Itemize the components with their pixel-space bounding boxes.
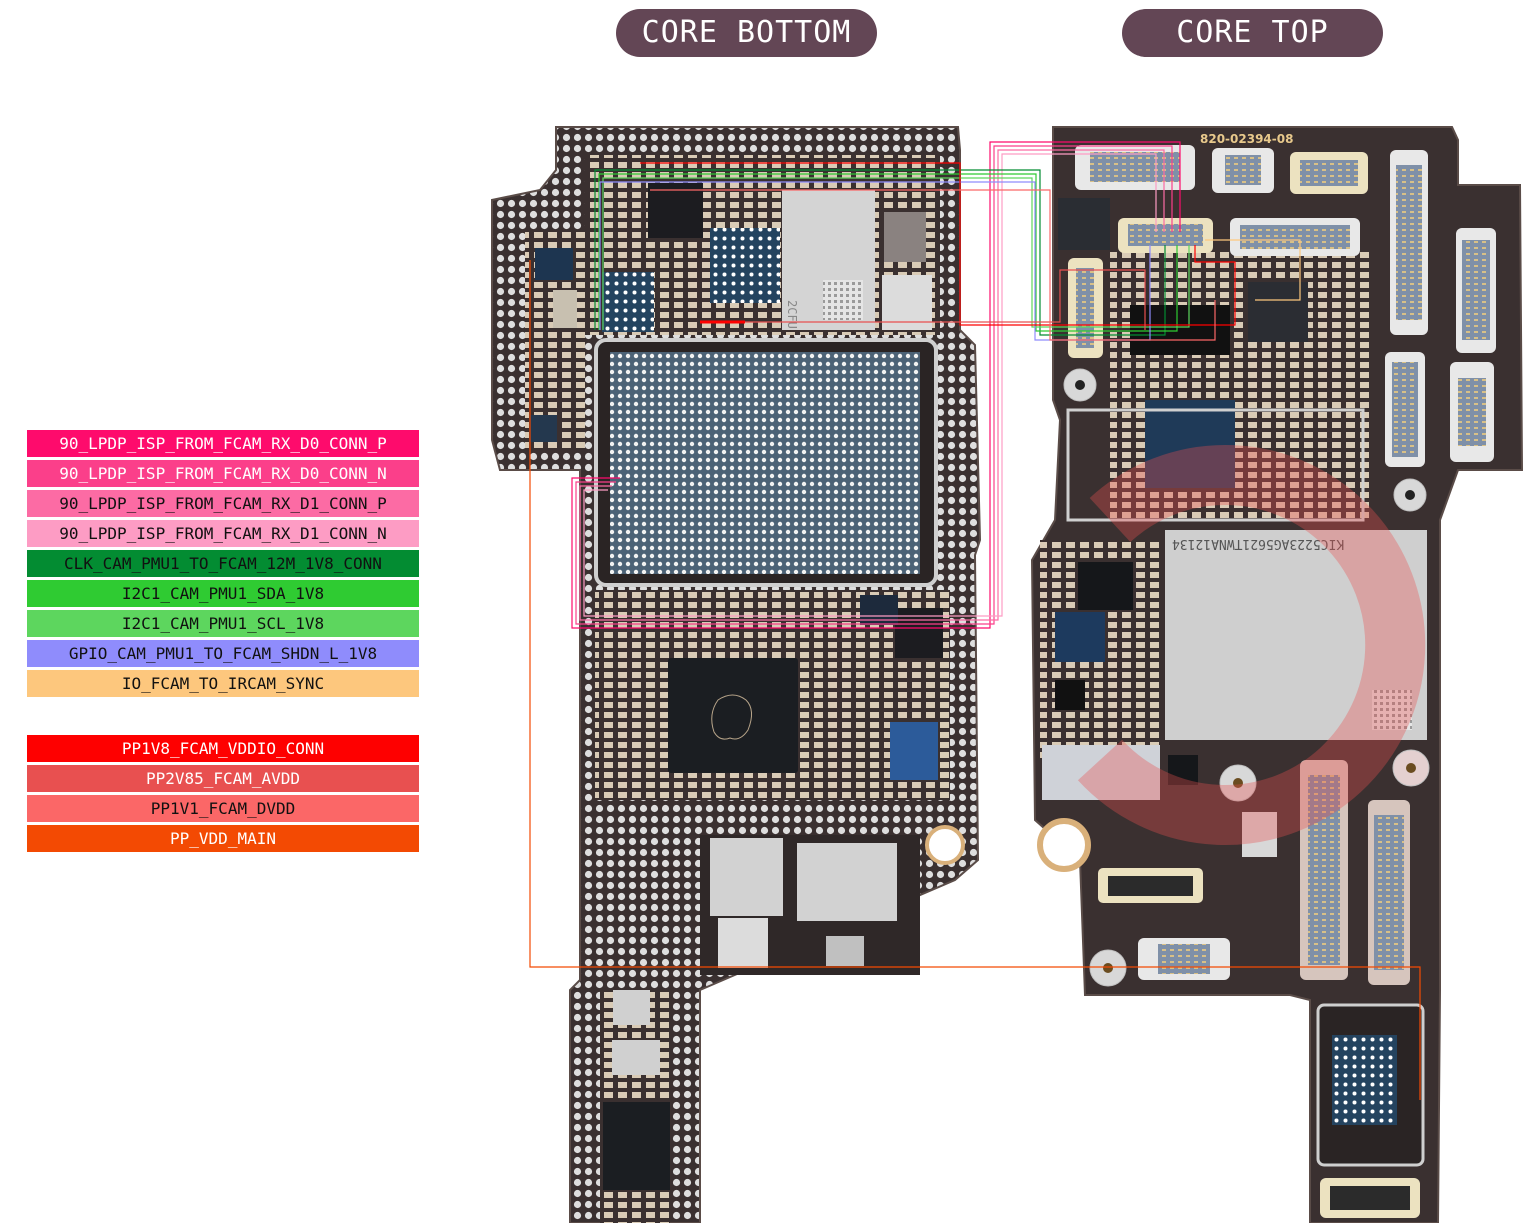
chip-black-fcam (1130, 305, 1230, 355)
core-bottom-board: 2CFU (491, 126, 982, 1223)
screw-2-hole (1406, 763, 1416, 773)
avdd-trace (700, 269, 1146, 330)
connector-2-pins (1225, 155, 1261, 185)
chip-0611-top (1242, 812, 1277, 857)
chip-small-e (1168, 755, 1198, 785)
chip-sky5-small (826, 936, 864, 966)
tail-bga (1332, 1035, 1397, 1125)
chip-blue-center (1145, 400, 1235, 488)
mipi-trace (583, 153, 1157, 617)
chip-338s (648, 183, 703, 238)
ircam-sync-trace (1205, 239, 1301, 301)
chip-sky5-58271 (710, 838, 783, 916)
signal-traces (529, 141, 1421, 1100)
soc-bga (610, 352, 920, 574)
chip-0611 (884, 212, 926, 262)
screw-5-hole (1075, 380, 1085, 390)
green-signal-trace (598, 173, 1178, 332)
signal-legend-item: GPIO_CAM_PMU1_TO_FCAM_SHDN_L_1V8 (27, 640, 419, 667)
chip-left-small (530, 415, 557, 442)
connector-right-2-pins (1462, 240, 1490, 340)
mipi-trace (571, 141, 1181, 629)
apple-chip (668, 658, 798, 773)
gpio-shdn-trace (599, 181, 1151, 341)
screw-3-hole (1103, 963, 1113, 973)
power-legend-item: PP_VDD_MAIN (27, 825, 419, 852)
mount-hole-top-1 (1037, 818, 1091, 872)
shield-block-2 (612, 1040, 660, 1075)
mount-hole-bottom (925, 825, 965, 865)
connector-fpc-gold-body (1108, 876, 1193, 896)
chip-sky5-58276 (797, 843, 897, 921)
chip-black-a (1078, 562, 1133, 610)
vddio-trace (640, 162, 1236, 326)
signal-legend-item: I2C1_CAM_PMU1_SDA_1V8 (27, 580, 419, 607)
connector-vertical-left-pins (1076, 268, 1094, 348)
screw-4-hole (1405, 490, 1415, 500)
shield-frame-top (1066, 408, 1365, 522)
green-signal-trace (594, 169, 1166, 336)
power-legend-item: PP2V85_FCAM_AVDD (27, 765, 419, 792)
apple-logo-icon (711, 694, 752, 740)
chip-blue-b (1055, 612, 1105, 662)
connector-tail-body (1330, 1186, 1410, 1210)
watermark-logo (1077, 445, 1426, 845)
chip-2cfu-label: 2CFU (785, 300, 799, 329)
vdd-main-trace (529, 260, 1421, 1100)
dvdd-trace (650, 189, 1216, 341)
mipi-trace (579, 149, 1165, 621)
shield-d (1100, 745, 1160, 800)
pmic-338s00770 (603, 1102, 670, 1190)
chip-left-blue (535, 248, 573, 280)
chip-bga-mid (710, 228, 780, 303)
core-top-header: CORE TOP (1122, 9, 1383, 57)
connector-lower-long-2-pins (1374, 815, 1404, 970)
chip-left-crystal (553, 290, 577, 328)
signal-legend-item: I2C1_CAM_PMU1_SCL_1V8 (27, 610, 419, 637)
chip-dark-right (1248, 282, 1308, 342)
connector-fcam-pins (1128, 224, 1203, 246)
signal-legend-item: 90_LPDP_ISP_FROM_FCAM_RX_D0_CONN_P (27, 430, 419, 457)
connector-bottom-small-pins (1158, 944, 1210, 974)
connector-right-3-pins (1392, 362, 1418, 457)
connector-3-pins (1300, 160, 1358, 186)
chip-octal (1055, 680, 1085, 710)
nand-qr (1372, 690, 1412, 730)
chip-bga-small (602, 272, 654, 332)
power-legend-item: PP1V1_FCAM_DVDD (27, 795, 419, 822)
core-bottom-header: CORE BOTTOM (616, 9, 877, 57)
chip-141 (718, 918, 768, 968)
connector-right-long-pins (1396, 165, 1422, 320)
core-top-board: 820-02394-08 KIC5223AG5621TWNA12134 (1030, 126, 1524, 1223)
signal-legend-item: IO_FCAM_TO_IRCAM_SYNC (27, 670, 419, 697)
signal-legend-item: 90_LPDP_ISP_FROM_FCAM_RX_D1_CONN_P (27, 490, 419, 517)
shield-c (1042, 745, 1102, 800)
screw-1-hole (1233, 778, 1243, 788)
green-signal-trace (602, 177, 1190, 330)
signal-legend: 90_LPDP_ISP_FROM_FCAM_RX_D0_CONN_P 90_LPD… (27, 430, 419, 700)
chip-avago (882, 275, 932, 330)
chip-square-top (1058, 198, 1110, 250)
connector-lower-long-1-pins (1308, 775, 1340, 965)
signal-legend-item: CLK_CAM_PMU1_TO_FCAM_12M_1V8_CONN (27, 550, 419, 577)
qr-2cfu (823, 280, 863, 320)
power-legend: PP1V8_FCAM_VDDIO_CONN PP2V85_FCAM_AVDD PP1… (27, 735, 419, 855)
mipi-trace (575, 145, 1173, 625)
power-legend-item: PP1V8_FCAM_VDDIO_CONN (27, 735, 419, 762)
nand-label: KIC5223AG5621TWNA12134 (1172, 536, 1344, 551)
signal-legend-item: 90_LPDP_ISP_FROM_FCAM_RX_D1_CONN_N (27, 520, 419, 547)
part-number-label: 820-02394-08 (1200, 132, 1293, 146)
connector-1-pins (1090, 152, 1180, 182)
connector-wide-pins (1240, 225, 1350, 249)
signal-legend-item: 90_LPDP_ISP_FROM_FCAM_RX_D0_CONN_N (27, 460, 419, 487)
chip-blue-right (890, 722, 938, 780)
shield-block-1 (613, 990, 650, 1025)
connector-right-4-pins (1458, 378, 1486, 446)
